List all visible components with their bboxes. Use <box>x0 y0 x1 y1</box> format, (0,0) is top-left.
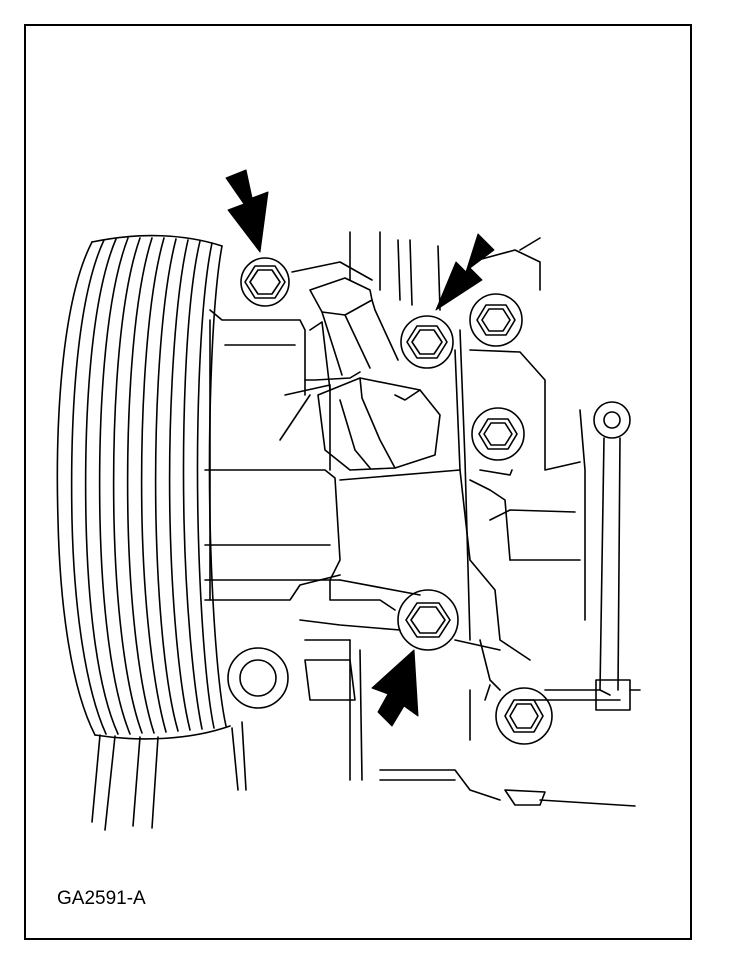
arrow-lower-bolt <box>371 649 419 727</box>
callout-arrows <box>225 169 495 727</box>
lower-right-bolt <box>495 687 553 745</box>
figure-frame <box>24 24 692 940</box>
arrow-upper-left-bolt <box>225 169 269 253</box>
upper-left-bolt <box>240 257 290 307</box>
lower-center-bolt <box>397 589 459 651</box>
upper-center-bolt <box>400 315 454 369</box>
lower-left-boss <box>227 647 289 709</box>
figure-id-label: GA2591-A <box>57 888 146 909</box>
support-link <box>593 401 641 711</box>
pulley <box>56 234 247 831</box>
pump-body <box>204 231 541 641</box>
upper-right-bolt <box>469 293 523 347</box>
arrow-upper-right-bolt <box>435 233 495 311</box>
middle-right-bolt <box>471 407 525 461</box>
mounting-bracket <box>299 349 636 807</box>
